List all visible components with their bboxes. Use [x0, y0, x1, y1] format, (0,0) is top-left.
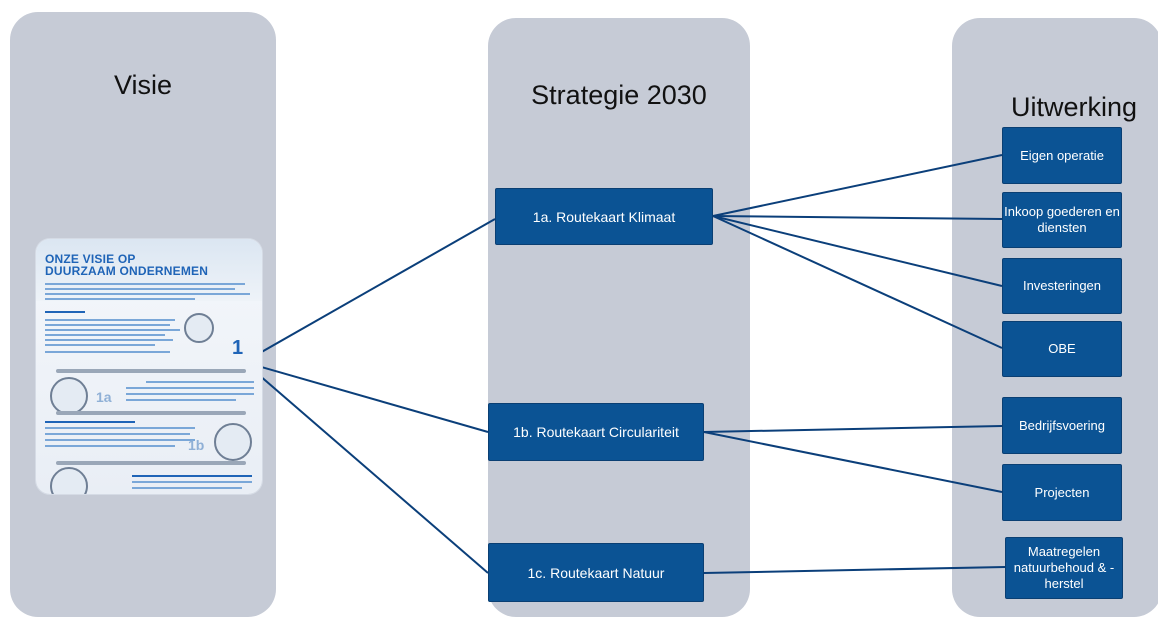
connector-1a-investeringen — [712, 215, 1003, 287]
infographic-step-1a-icon: 1a — [96, 389, 112, 405]
connector-1b-bedrijfsvoering — [703, 425, 1003, 433]
recycle-icon — [214, 423, 252, 461]
strategie-title: Strategie 2030 — [531, 80, 707, 110]
plant-icon — [50, 467, 88, 494]
connector-visie-1a — [243, 218, 496, 363]
strategy-box-1a: 1a. Routekaart Klimaat — [495, 188, 713, 245]
infographic-header-band — [36, 239, 262, 301]
uitwerking-box-bedrijfsvoering: Bedrijfsvoering — [1002, 397, 1122, 454]
uitwerking-box-obe: OBE — [1002, 321, 1122, 377]
uitwerking-box-eigen-operatie: Eigen operatie — [1002, 127, 1122, 184]
connector-1c-maatregelen — [703, 566, 1006, 574]
laptop-icon — [50, 377, 88, 415]
uitwerking-title: Uitwerking — [1010, 92, 1138, 122]
uitwerking-box-projecten: Projecten — [1002, 464, 1122, 521]
infographic-step-1b-icon: 1b — [188, 437, 205, 453]
strategy-box-1c: 1c. Routekaart Natuur — [488, 543, 704, 602]
visie-title: Visie — [113, 70, 173, 100]
connector-visie-1b — [243, 361, 489, 433]
connector-visie-1c — [243, 361, 489, 574]
connector-1a-obe — [712, 215, 1003, 349]
uitwerking-box-maatregelen: Maatregelen natuurbehoud & -herstel — [1005, 537, 1123, 599]
visie-infographic: ONZE VISIE OP DUURZAAM ONDERNEMEN 1 1a 1… — [36, 239, 262, 494]
connector-1a-inkoop — [712, 215, 1003, 220]
infographic-step-1-icon: 1 — [232, 337, 244, 359]
infographic-title: ONZE VISIE OP DUURZAAM ONDERNEMEN — [45, 252, 209, 278]
connector-1b-projecten — [703, 431, 1003, 493]
uitwerking-box-inkoop: Inkoop goederen en diensten — [1002, 192, 1122, 248]
uitwerking-box-investeringen: Investeringen — [1002, 258, 1122, 314]
strategie-column — [488, 18, 750, 617]
strategy-box-1b: 1b. Routekaart Circulariteit — [488, 403, 704, 461]
connector-1a-eigen — [712, 154, 1003, 217]
users-icon — [184, 313, 214, 343]
